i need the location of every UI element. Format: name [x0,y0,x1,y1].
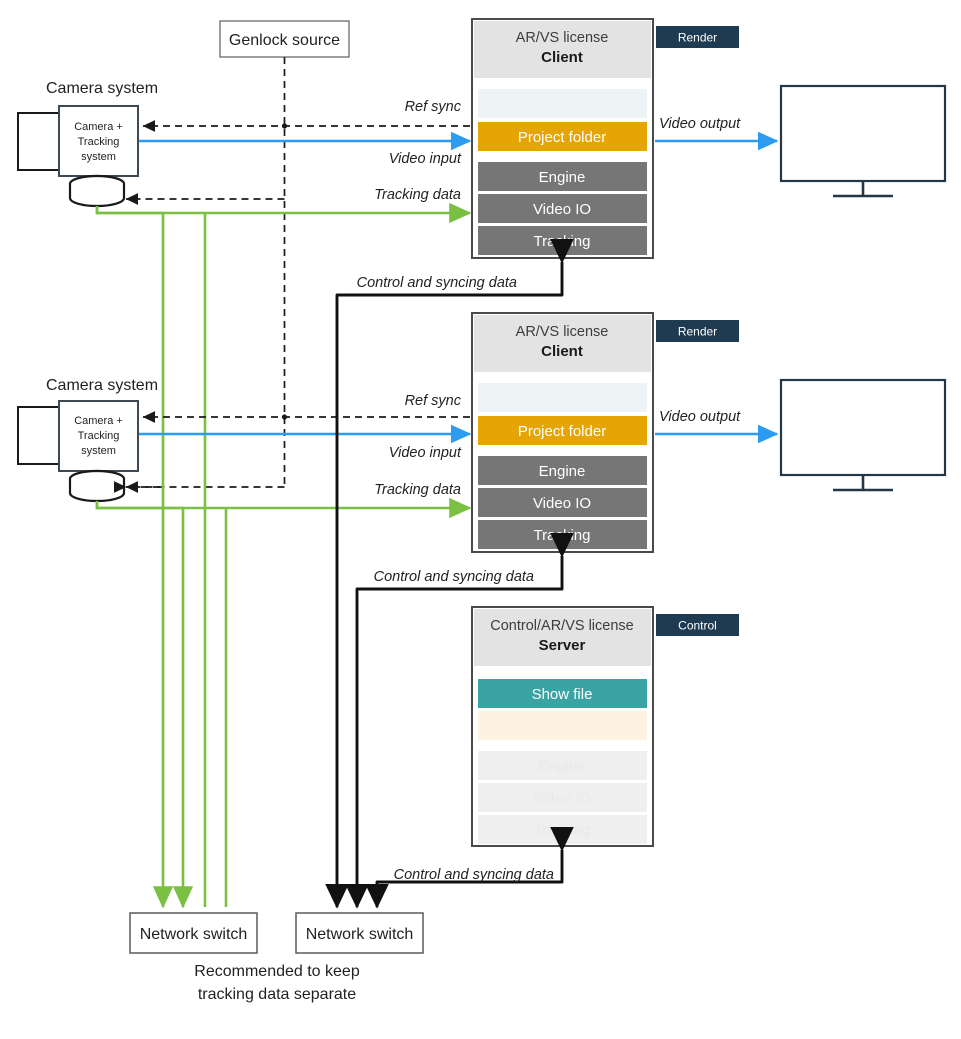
client-2-row-video-io-label: Video IO [533,495,591,512]
server-badge-label: Control [678,619,717,633]
ref-sync-dashed-paths [125,120,470,423]
label-video-input-2: Video input [389,445,462,461]
client-1-role-label: Client [541,49,583,66]
network-switch-2-label: Network switch [306,926,414,943]
monitor-2[interactable] [779,378,947,492]
client-1-row-empty[interactable] [478,89,647,118]
label-ref-sync-2: Ref sync [405,393,462,409]
client-2-badge-label: Render [678,325,717,339]
monitor-1[interactable] [779,84,947,198]
control-sync-black-paths [325,238,574,909]
client-2-row-tracking-label: Tracking [534,527,591,544]
control-line-client2 [345,532,574,909]
client-node-2[interactable]: Render AR/VS license Client Project fold… [471,312,739,553]
network-switch-1[interactable]: Network switch [129,912,258,954]
tracking-data-green-paths [95,202,472,909]
genlock-source-node[interactable]: Genlock source [219,20,350,58]
client-1-row-video-io-label: Video IO [533,201,591,218]
client-1-badge-label: Render [678,31,717,45]
server-row-engine-label: Engine [539,758,586,775]
client-2-row-empty[interactable] [478,383,647,412]
network-switch-2-box [295,912,424,954]
server-row-show-file-label: Show file [532,686,593,703]
camera-body-1-line3: system [81,151,116,163]
label-control-sync-1: Control and syncing data [357,275,517,291]
server-badge-bg [656,614,739,636]
server-row-project-folder-label: Project folder [518,718,606,735]
control-line-server [365,826,574,909]
tracking-line-cam2-branch [95,501,226,510]
label-control-sync-2: Control and syncing data [374,569,534,585]
control-line-client1 [325,238,574,909]
monitor-2-screen [779,378,947,477]
server-role-label: Server [539,637,586,654]
tracking-line-cam1-branch [95,206,205,215]
client-1-header [474,21,651,78]
camera-system-1-title: Camera system [46,80,158,97]
server-row-video-io-label: Video IO [533,790,591,807]
camera-body-1 [58,105,139,177]
network-switch-2[interactable]: Network switch [295,912,424,954]
client-1-row-project-folder-label: Project folder [518,129,606,146]
label-tracking-data-1: Tracking data [374,187,461,203]
genlock-source-label: Genlock source [229,32,340,49]
label-tracking-data-2: Tracking data [374,482,461,498]
server-node[interactable]: Control Control/AR/VS license Server Sho… [471,606,739,847]
footnote-line-1: Recommended to keep [194,963,360,980]
tracking-line-cam1-to-switch [95,206,174,909]
label-ref-sync-1: Ref sync [405,99,462,115]
client-2-row-project-folder-label: Project folder [518,423,606,440]
client-1-badge-bg [656,26,739,48]
client-1-row-tracking-label: Tracking [534,233,591,250]
camera-body-1-line1: Camera + [74,121,123,133]
label-video-output-1: Video output [659,116,741,132]
client-node-1[interactable]: Render AR/VS license Client Project fold… [471,18,739,259]
server-row-tracking-label: Tracking [534,822,591,839]
network-switch-1-box [129,912,258,954]
camera-body-2-line2: Tracking [78,430,120,442]
server-license-label: Control/AR/VS license [490,618,633,634]
client-2-role-label: Client [541,343,583,360]
genlock-dashed-trunk [126,57,286,488]
camera-body-2-line1: Camera + [74,415,123,427]
label-video-output-2: Video output [659,409,741,425]
network-switch-1-label: Network switch [140,926,248,943]
footnote-line-2: tracking data separate [198,986,356,1003]
client-1-row-project-folder[interactable] [478,122,647,151]
monitor-1-screen [779,84,947,183]
client-2-row-engine-label: Engine [539,463,586,480]
camera-body-1-line2: Tracking [78,136,120,148]
client-2-license-label: AR/VS license [516,324,609,340]
label-control-sync-3: Control and syncing data [394,867,554,883]
client-1-row-video-io[interactable] [478,194,647,223]
tracking-line-cam2-to-switch [95,501,194,909]
client-2-badge-bg [656,320,739,342]
camera-system-2[interactable]: Camera system Camera + Tracking system [17,377,158,503]
client-1-row-engine-label: Engine [539,169,586,186]
camera-system-1[interactable]: Camera system Camera + Tracking system [17,80,158,208]
camera-body-2-line3: system [81,445,116,457]
camera-system-2-title: Camera system [46,377,158,394]
client-1-license-label: AR/VS license [516,30,609,46]
client-1-row-engine[interactable] [478,162,647,191]
label-video-input-1: Video input [389,151,462,167]
